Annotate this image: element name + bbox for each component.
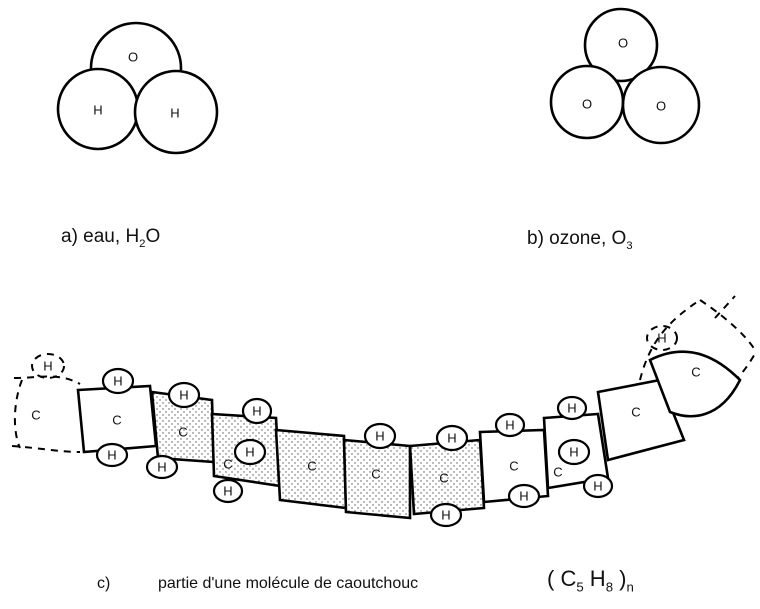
- hydrogen-atom-1: [101, 367, 135, 395]
- hydrogen-atom-15: [582, 473, 614, 499]
- hydrogen-label-edge-left: H: [43, 359, 52, 374]
- ozone-oxygen-atom-right: [621, 65, 701, 145]
- hydrogen-label-7: H: [223, 484, 232, 499]
- carbon-label-5: C: [371, 467, 380, 482]
- hydrogen-atoms: [31, 325, 678, 528]
- hydrogen-atom-14: [557, 438, 591, 466]
- carbon-label-8: C: [553, 465, 562, 480]
- rubber-formula-sub1: 5: [576, 579, 584, 595]
- hydrogen-label-2: H: [107, 448, 116, 463]
- rubber-formula-sub3: n: [626, 579, 634, 595]
- hydrogen-label-8: H: [375, 429, 384, 444]
- water-hydrogen-atom-right: [133, 69, 219, 155]
- ozone-formula-sub: 3: [626, 239, 633, 252]
- water-hydrogen-label-left: H: [93, 103, 102, 118]
- hydrogen-label-15: H: [593, 479, 602, 494]
- carbon-label-1: C: [112, 413, 121, 428]
- hydrogen-atom-10: [429, 502, 463, 528]
- hydrogen-label-3: H: [179, 388, 188, 403]
- hydrogen-atom-12: [507, 483, 541, 509]
- carbon-labels: C C C C C C C C C C C: [31, 365, 700, 486]
- carbon-label-6: C: [439, 471, 448, 486]
- hydrogen-atom-11: [494, 412, 526, 438]
- hydrogen-label-13: H: [567, 401, 576, 416]
- hydrogen-atom-13: [556, 395, 588, 421]
- hydrogen-label-11: H: [505, 418, 514, 433]
- hydrogen-label-1: H: [113, 374, 122, 389]
- hydrogen-atom-2: [95, 442, 129, 468]
- water-formula-sub: 2: [139, 237, 146, 250]
- hydrogen-atom-3: [167, 381, 201, 409]
- water-caption: a) eau, H2O: [61, 226, 160, 250]
- hydrogen-atom-7: [212, 478, 244, 504]
- ozone-formula-o: O: [611, 228, 627, 249]
- ozone-oxygen-label-right: O: [656, 99, 666, 114]
- chain-continuation-right: [639, 295, 757, 409]
- hydrogen-label-edge-right: H: [657, 331, 666, 346]
- hydrogen-label-5: H: [252, 404, 261, 419]
- hydrogen-label-12: H: [519, 489, 528, 504]
- carbon-label-7: C: [509, 459, 518, 474]
- water-caption-text: a) eau,: [61, 226, 121, 247]
- rubber-formula-close: ): [619, 566, 627, 591]
- ozone-molecule: O O O: [549, 7, 701, 145]
- rubber-formula: ( C5 H8 )n: [547, 566, 634, 594]
- rubber-formula-sub2: 8: [605, 579, 614, 595]
- carbon-label-3: C: [223, 457, 232, 472]
- ozone-oxygen-atom-top: [583, 7, 659, 83]
- water-hydrogen-label-right: H: [170, 106, 179, 121]
- hydrogen-atom-5: [241, 397, 273, 425]
- hydrogen-label-4: H: [157, 460, 166, 475]
- hydrogen-labels: H H H H H H H H H H H H H H H H H: [43, 331, 666, 523]
- water-molecule: O H H: [56, 21, 219, 155]
- ozone-caption: b) ozone, O3: [527, 228, 633, 252]
- water-formula: H2O: [125, 226, 161, 250]
- hydrogen-atom-edge-left: [31, 353, 65, 379]
- hydrogen-label-10: H: [441, 508, 450, 523]
- water-oxygen-label: O: [128, 50, 138, 65]
- rubber-caption-text: partie d'une molécule de caoutchouc: [158, 575, 419, 592]
- carbon-label-2: C: [178, 425, 187, 440]
- ozone-oxygen-label-left: O: [582, 97, 592, 112]
- rubber-formula-h: H: [589, 566, 606, 591]
- rubber-formula-open: ( C: [547, 566, 577, 591]
- hydrogen-atom-8: [363, 422, 397, 450]
- hydrogen-atom-6: [233, 438, 267, 466]
- carbon-label-4: C: [307, 459, 316, 474]
- water-formula-h: H: [125, 226, 140, 247]
- rubber-caption-letter: c): [97, 575, 111, 592]
- rubber-chain: C C C C C C C C C C C: [11, 295, 757, 528]
- hydrogen-atom-9: [435, 424, 469, 452]
- carbon-label-edge-left: C: [31, 408, 40, 423]
- chain-continuation-left: [11, 375, 81, 453]
- carbon-atom-10: [648, 350, 742, 418]
- hydrogen-label-14: H: [569, 445, 578, 460]
- carbon-label-10: C: [691, 365, 700, 380]
- hydrogen-label-9: H: [447, 431, 456, 446]
- hydrogen-atom-edge-right: [646, 325, 678, 351]
- ozone-oxygen-label-top: O: [618, 36, 628, 51]
- carbon-atom-9: [596, 378, 686, 462]
- ozone-formula: O3: [611, 228, 633, 252]
- hydrogen-label-6: H: [245, 445, 254, 460]
- hydrogen-atom-4: [145, 454, 179, 480]
- water-formula-o: O: [145, 226, 161, 247]
- ozone-caption-text: b) ozone,: [527, 228, 607, 249]
- carbon-label-9: C: [631, 405, 640, 420]
